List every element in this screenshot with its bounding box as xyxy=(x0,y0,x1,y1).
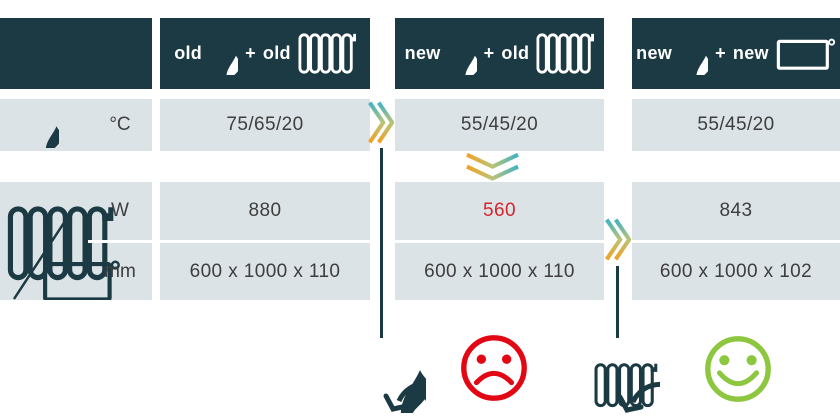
sad-face-icon xyxy=(461,335,527,401)
connector-line xyxy=(615,266,619,338)
plus-sign: + xyxy=(483,43,495,63)
dimensions-unit-label: mm xyxy=(104,260,136,282)
temperature-cell-new-new: 55/45/20 xyxy=(632,99,840,151)
header-new-boiler-old-radiator: new + old xyxy=(395,18,604,89)
flame-icon xyxy=(448,33,477,75)
header-new-boiler-new-panel: new + new xyxy=(632,18,840,89)
panel-radiator-icon xyxy=(776,35,836,73)
temperature-unit-label: °C xyxy=(109,114,131,135)
header-word: new xyxy=(404,43,441,63)
header-word: old xyxy=(262,43,291,63)
temperature-row-label-cell xyxy=(0,99,152,151)
flame-icon xyxy=(209,33,238,75)
plus-sign: + xyxy=(715,43,726,63)
power-cell-new-new: 843 xyxy=(632,182,840,240)
flame-icon xyxy=(26,101,59,148)
temperature-cell-new-old: 55/45/20 xyxy=(395,99,604,151)
chevron-right-icon xyxy=(367,100,394,145)
replace-boiler-cycle-icon xyxy=(338,325,426,413)
header-word: old xyxy=(501,43,530,63)
temperature-cell-old-old: 75/65/20 xyxy=(160,99,370,151)
row-divider xyxy=(88,240,152,243)
dimensions-cell-new-new: 600 x 1000 x 102 xyxy=(632,243,840,300)
connector-line xyxy=(379,148,383,338)
chevron-down-icon xyxy=(464,152,521,183)
flame-icon xyxy=(679,33,708,75)
power-unit-label: W xyxy=(111,200,129,221)
header-word: old xyxy=(174,43,203,63)
header-old-boiler-old-radiator: old + old xyxy=(160,18,370,89)
slash-icon xyxy=(12,208,75,300)
radiator-vs-panel-icon xyxy=(0,182,152,300)
power-cell-new-old: 560 xyxy=(395,182,604,240)
dimensions-cell-old-old: 600 x 1000 x 110 xyxy=(160,243,370,300)
radiator-icon xyxy=(536,32,594,75)
power-cell-old-old: 880 xyxy=(160,182,370,240)
radiator-icon xyxy=(298,32,356,75)
header-word: new xyxy=(732,43,769,63)
happy-face-icon xyxy=(705,336,771,402)
chevron-right-icon xyxy=(604,217,631,262)
dimensions-cell-new-old: 600 x 1000 x 110 xyxy=(395,243,604,300)
header-empty-cell xyxy=(0,18,152,89)
header-word: new xyxy=(636,43,673,63)
replace-radiator-cycle-icon xyxy=(572,326,660,414)
low-power-value: 560 xyxy=(483,200,516,221)
plus-sign: + xyxy=(245,43,256,63)
